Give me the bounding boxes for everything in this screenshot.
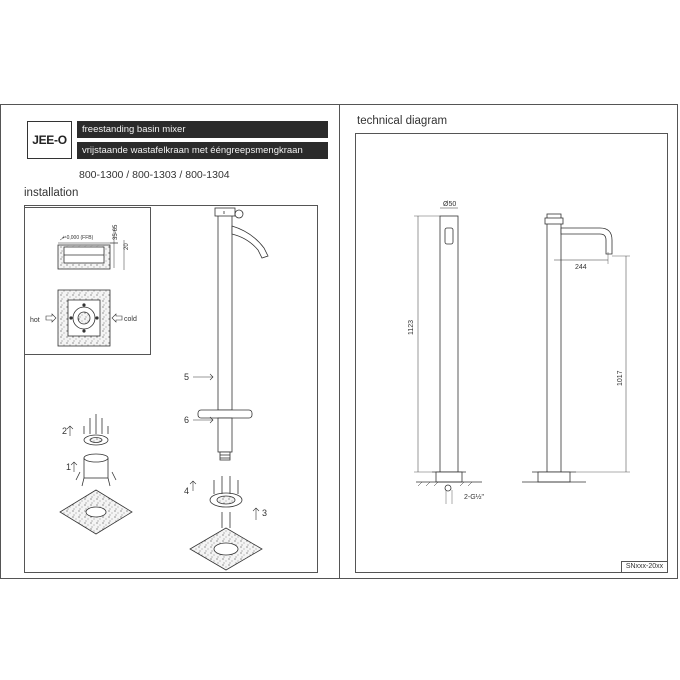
dim-ffb: +-0,000 (FFB) [62, 235, 94, 241]
cold-label: cold [124, 316, 137, 323]
logo-text: JEE-O [32, 133, 67, 147]
step-6-label: 6 [184, 415, 189, 425]
step-6-arrow-icon [193, 416, 214, 424]
step-3-4-assembly [189, 476, 263, 571]
brand-logo: JEE-O [27, 121, 72, 159]
mixer-assembly [197, 207, 269, 461]
installation-panel [24, 205, 318, 573]
step-2-label: 2 [62, 426, 67, 436]
step-1-2-assembly [59, 414, 133, 535]
product-title-en: freestanding basin mixer [77, 121, 328, 138]
technical-title: technical diagram [357, 115, 448, 127]
dim-20: 20 [124, 243, 130, 250]
dim-spout-height: 1017 [617, 370, 624, 386]
dim-diameter: Ø50 [443, 201, 456, 208]
product-codes: 800-1300 / 800-1303 / 800-1304 [79, 169, 230, 181]
drawing-reference: SNxxx-20xx [621, 561, 668, 573]
step-5-label: 5 [184, 372, 189, 382]
dim-connection: 2-G½" [464, 493, 485, 501]
step-4-label: 4 [184, 486, 189, 496]
inset-plan-view [57, 289, 111, 347]
step-1-label: 1 [66, 462, 71, 472]
step-2-arrow-icon [66, 425, 74, 436]
step-5-arrow-icon [193, 373, 214, 381]
step-1-arrow-icon [70, 461, 78, 472]
product-title-nl: vrijstaande wastafelkraan met ééngreepsm… [77, 142, 328, 159]
sheet-divider [339, 104, 340, 579]
hot-label: hot [30, 317, 40, 324]
step-3-label: 3 [262, 508, 267, 518]
dim-35-65: 35-65 [113, 224, 119, 240]
dim-total-height: 1123 [408, 320, 415, 335]
inset-section-view [57, 226, 125, 270]
side-view [522, 213, 613, 483]
dim-reach: 244 [575, 264, 587, 271]
step-4-arrow-icon [189, 480, 197, 491]
installation-inset [24, 207, 151, 355]
front-view [416, 207, 482, 492]
cold-arrow-icon [111, 313, 123, 323]
hot-arrow-icon [45, 313, 57, 323]
technical-panel [355, 133, 668, 573]
installation-title: installation [24, 187, 79, 199]
step-3-arrow-icon [252, 507, 260, 520]
